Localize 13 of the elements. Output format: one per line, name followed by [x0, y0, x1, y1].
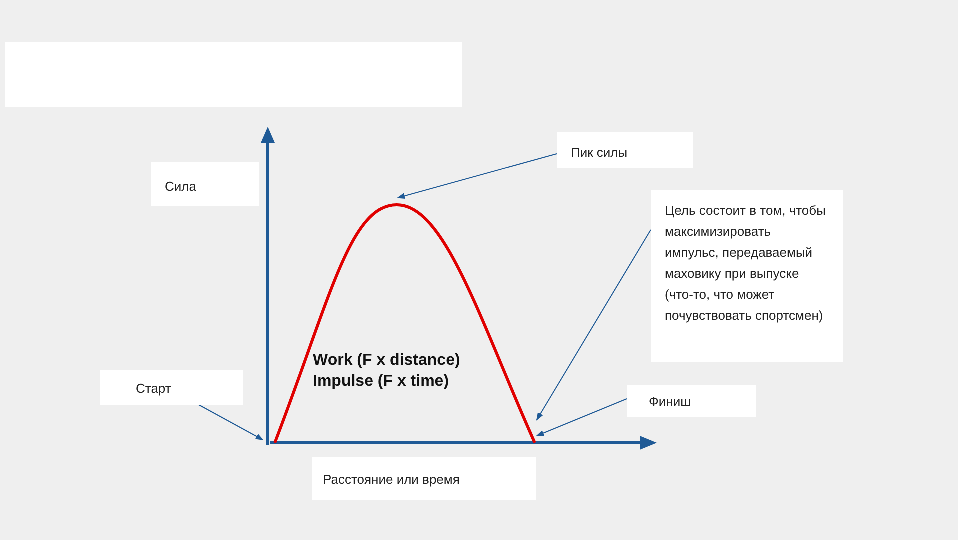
formula-label: Impulse (F x time) — [313, 372, 450, 392]
leader-arrow — [397, 154, 558, 200]
text-box: Сила — [151, 162, 259, 206]
formula-label: Work (F x distance) — [313, 351, 460, 371]
text-box: Цель состоит в том, чтобы максимизировать импульс, передаваемый маховику при выпуске (что-то, что может почувствовать спортсмен) — [651, 190, 843, 362]
text-box: Пик силы — [557, 132, 693, 168]
text-box: Старт — [100, 370, 243, 405]
leader-arrow — [536, 398, 628, 436]
leader-arrow — [198, 404, 264, 440]
leader-arrow — [536, 230, 652, 421]
text-box: Финиш — [627, 385, 756, 417]
force-curve — [274, 204, 536, 444]
text-box: Расстояние или время — [312, 457, 536, 500]
